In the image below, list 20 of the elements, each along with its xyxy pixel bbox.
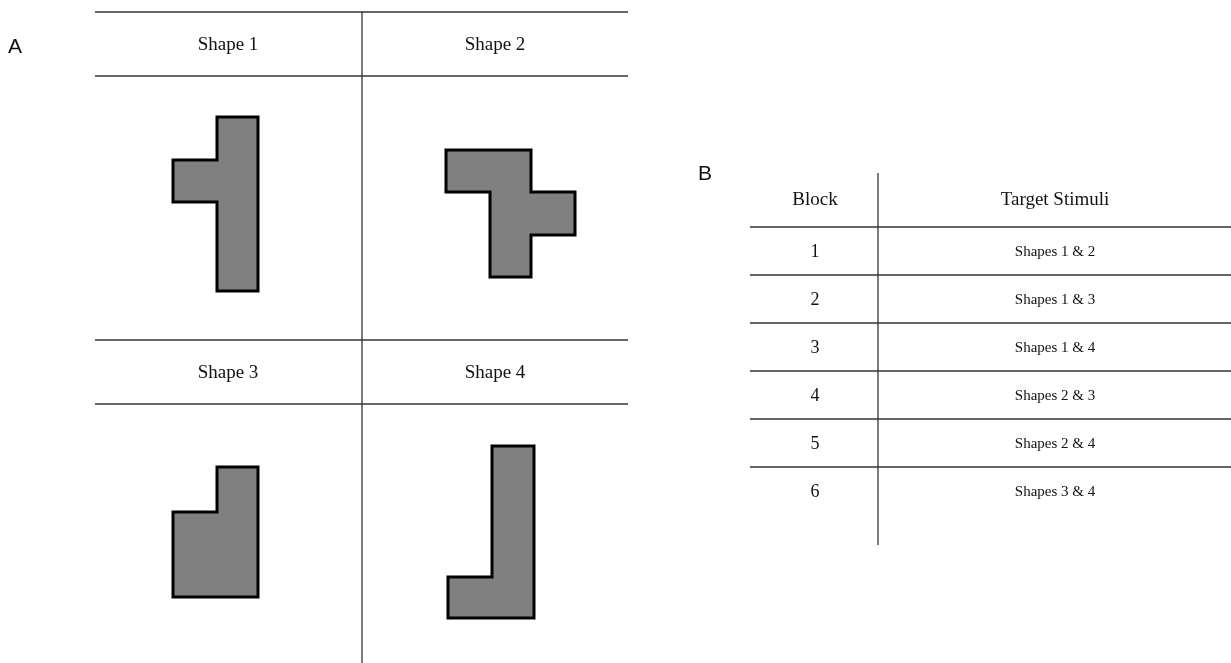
block-number: 2	[810, 288, 820, 310]
block-number: 4	[810, 384, 820, 406]
stimulus-pair: Shapes 1 & 4	[1014, 338, 1096, 356]
shape-label: Shape 4	[464, 361, 526, 383]
shape-label: Shape 2	[464, 33, 526, 55]
shape-label: Shape 3	[197, 361, 259, 383]
block-number: 1	[810, 240, 820, 262]
stimulus-pair: Shapes 1 & 2	[1014, 242, 1096, 260]
block-number: 5	[810, 432, 820, 454]
panel-letter: A	[8, 34, 22, 58]
shape-label: Shape 1	[197, 33, 259, 55]
stimulus-pair: Shapes 2 & 4	[1014, 434, 1096, 452]
column-header: Block	[792, 188, 838, 210]
stimulus-pair: Shapes 2 & 3	[1014, 386, 1096, 404]
stimulus-pair: Shapes 1 & 3	[1014, 290, 1096, 308]
block-number: 6	[810, 480, 820, 502]
stimulus-pair: Shapes 3 & 4	[1014, 482, 1096, 500]
panel-letter: B	[698, 161, 712, 185]
column-header: Target Stimuli	[1000, 188, 1110, 210]
block-number: 3	[810, 336, 820, 358]
